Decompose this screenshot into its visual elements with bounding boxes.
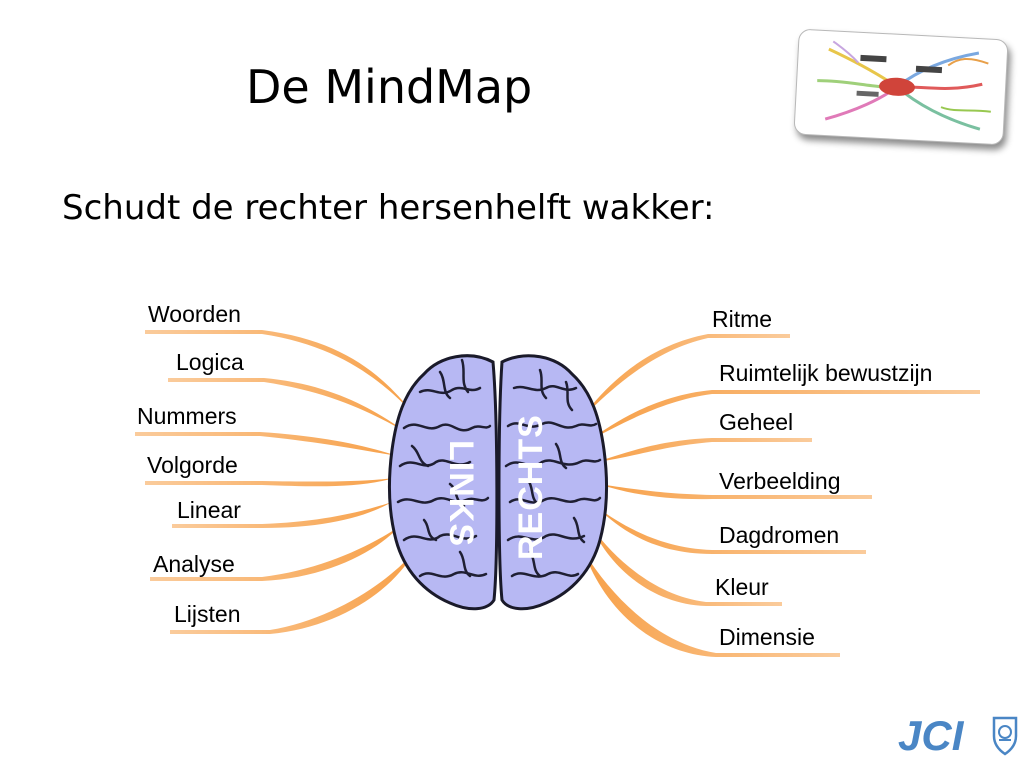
branch-line [596, 438, 812, 462]
mindmap-left-item: Linear [177, 497, 241, 523]
brain-image: LINKS RECHTS [387, 354, 609, 611]
branch-line [584, 552, 840, 657]
mindmap-left-item: Analyse [153, 551, 235, 577]
mindmap-thumbnail-icon [793, 28, 1009, 146]
brain-right-label: RECHTS [512, 414, 550, 560]
branch-line [168, 378, 406, 432]
mindmap-right-item: Geheel [719, 409, 793, 435]
branch-line [598, 484, 872, 500]
mindmap-right-item: Verbeelding [719, 468, 841, 494]
mindmap-right-item: Dimensie [719, 624, 815, 650]
slide-title: De MindMap [246, 60, 533, 114]
branch-line [150, 526, 400, 581]
branch-line [145, 478, 394, 487]
mindmap-left-item: Lijsten [174, 601, 240, 627]
branch-line [172, 502, 392, 528]
branch-line [598, 508, 866, 554]
brain-left-label: LINKS [442, 440, 480, 547]
mindmap-left-item: Logica [176, 349, 244, 375]
mindmap-right-item: Dagdromen [719, 522, 839, 548]
slide-subtitle: Schudt de rechter hersenhelft wakker: [62, 188, 715, 228]
left-branches [135, 330, 414, 634]
jci-logo: JCI [898, 712, 1018, 758]
mindmap-left-item: Volgorde [147, 452, 238, 478]
right-branches [580, 334, 980, 657]
jci-logo-text: JCI [898, 712, 965, 758]
jci-shield-icon [992, 716, 1018, 756]
mindmap-right-item: Ruimtelijk bewustzijn [719, 360, 932, 386]
mindmap-right-item: Ritme [712, 306, 772, 332]
mindmap-left-item: Nummers [137, 403, 237, 429]
branch-line [135, 432, 398, 456]
branch-line [170, 552, 414, 634]
brain-left-hemisphere [387, 354, 499, 611]
brain-right-hemisphere [497, 354, 609, 611]
branch-line [580, 334, 790, 420]
mindmap-right-item: Kleur [715, 574, 769, 600]
mindmap-left-item: Woorden [148, 301, 241, 327]
